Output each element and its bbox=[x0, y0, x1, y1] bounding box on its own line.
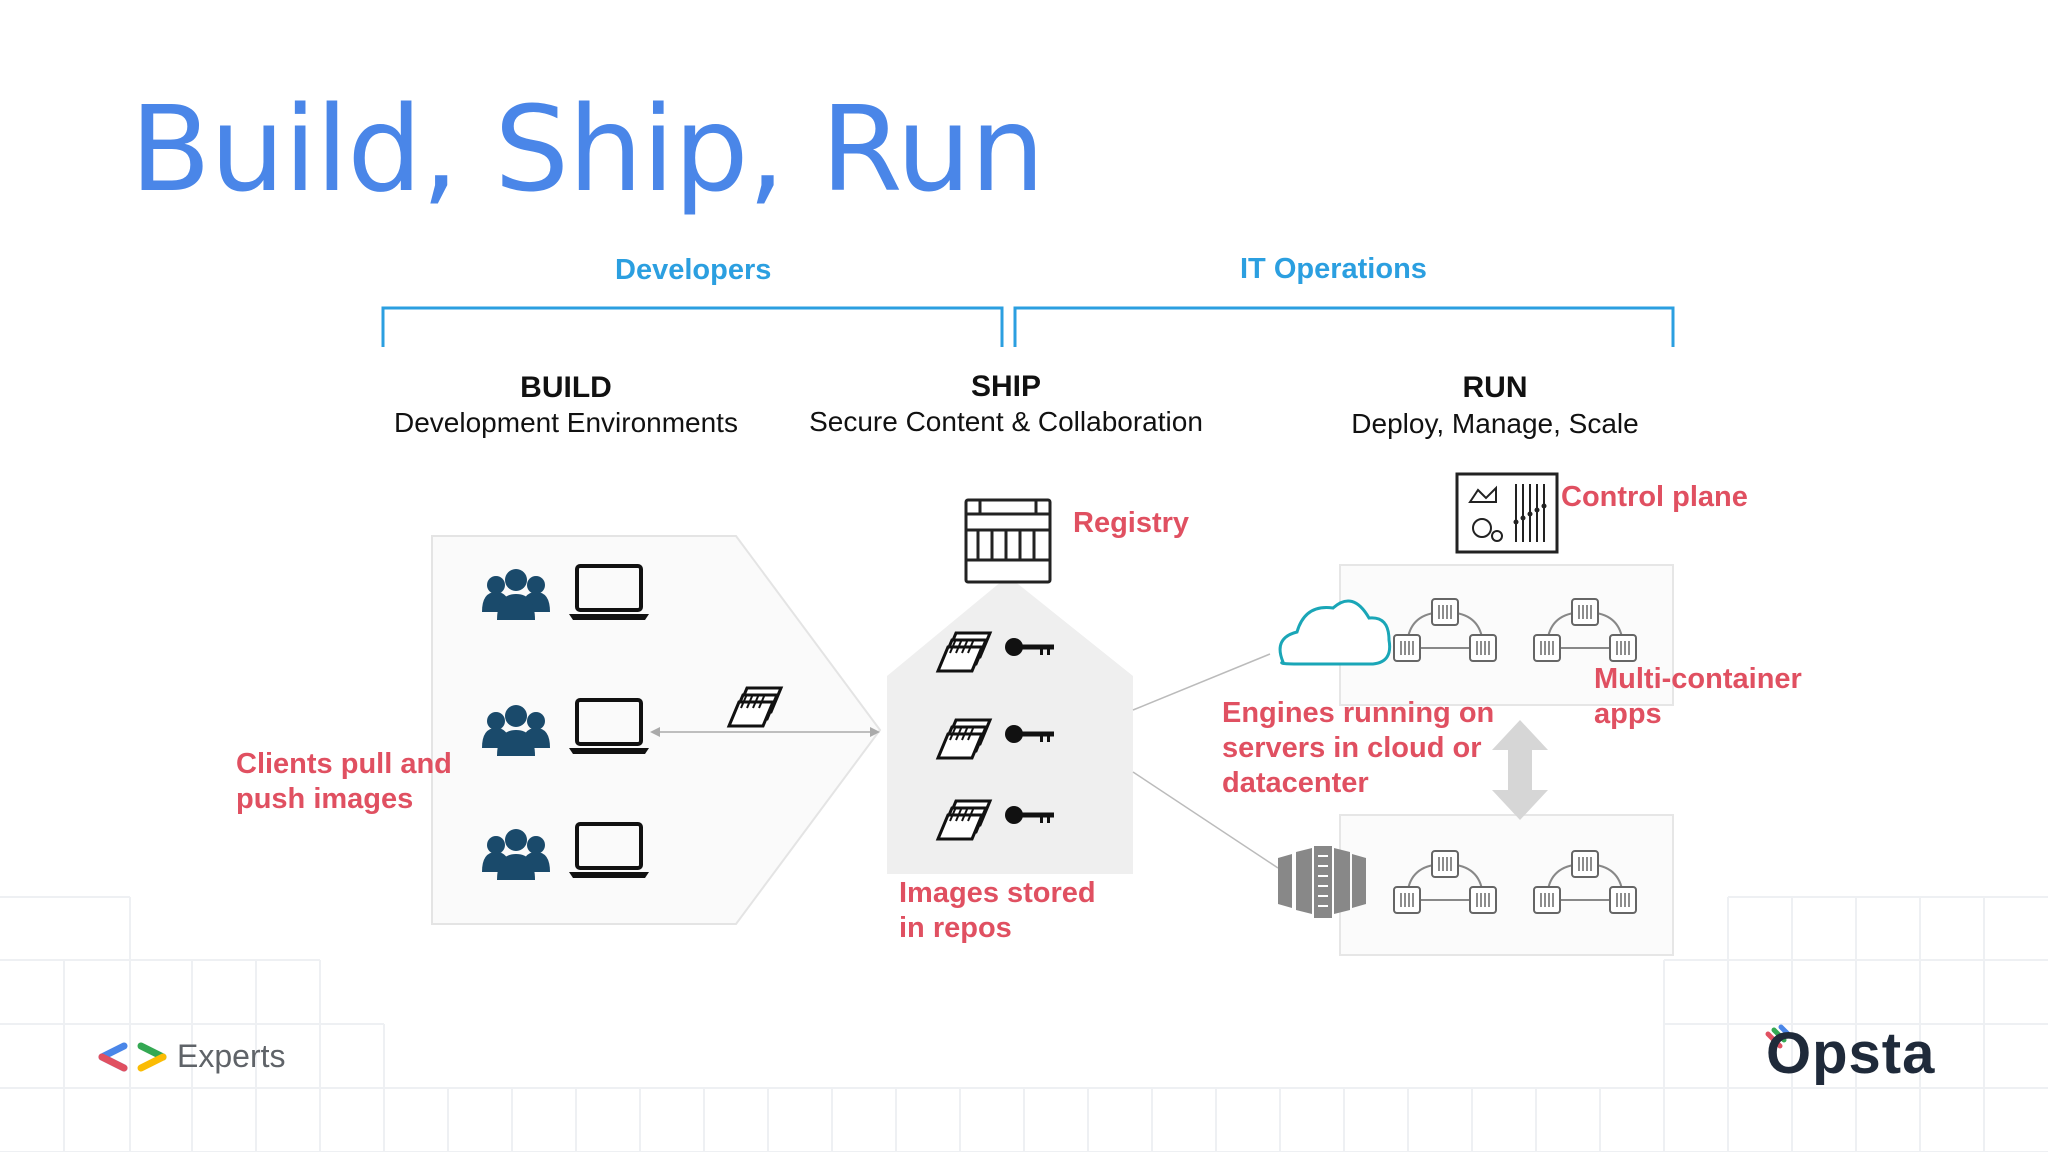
control-plane-icon bbox=[1455, 472, 1559, 554]
run-panel-bottom bbox=[1339, 814, 1674, 956]
developers-bracket bbox=[381, 306, 1004, 347]
stage-subtitle-ship: Secure Content & Collaboration bbox=[809, 406, 1203, 437]
stage-heading-run: RUN bbox=[1462, 371, 1528, 404]
opsta-logo: Opsta bbox=[1766, 1021, 1936, 1086]
images-stored-label: Images stored in repos bbox=[899, 877, 1096, 944]
stage-subtitle-run: Deploy, Manage, Scale bbox=[1351, 408, 1639, 439]
scale-arrow-icon bbox=[1492, 720, 1548, 820]
experts-label: Experts bbox=[177, 1038, 286, 1074]
stage-heading-build: BUILD bbox=[520, 371, 612, 404]
registry-icon bbox=[964, 498, 1052, 584]
page-title: Build, Ship, Run bbox=[130, 80, 1045, 218]
datacenter-icon bbox=[1278, 846, 1366, 918]
stage-subtitle-build: Development Environments bbox=[394, 407, 738, 438]
it-operations-bracket bbox=[1013, 306, 1675, 347]
cloud-icon bbox=[1278, 599, 1392, 666]
group-label-it-operations: IT Operations bbox=[1240, 253, 1427, 285]
connector-to-datacenter bbox=[1132, 771, 1279, 869]
group-label-developers: Developers bbox=[615, 254, 772, 286]
registry-label: Registry bbox=[1073, 507, 1190, 539]
opsta-logo-icon bbox=[1765, 1024, 1792, 1049]
dev-experts-logo-icon bbox=[98, 1042, 167, 1072]
control-plane-label: Control plane bbox=[1561, 481, 1748, 513]
stage-heading-ship: SHIP bbox=[970, 370, 1042, 403]
engines-label: Engines running on servers in cloud or d… bbox=[1222, 697, 1495, 799]
registry-house bbox=[887, 576, 1133, 874]
clients-label: Clients pull and push images bbox=[236, 748, 452, 815]
multi-container-label: Multi-container apps bbox=[1594, 663, 1802, 730]
connector-to-cloud bbox=[1132, 653, 1271, 711]
